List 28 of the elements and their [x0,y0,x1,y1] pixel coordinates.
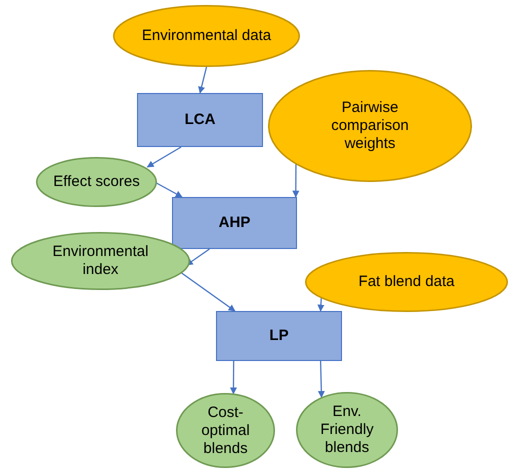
data-ellipse [11,232,190,290]
process-box [216,311,342,361]
arrow [146,146,182,168]
process-box [137,93,263,147]
arrow [317,298,324,312]
arrow [318,360,325,398]
arrow [154,181,183,198]
data-ellipse [176,393,275,468]
arrow [198,66,208,94]
data-ellipse [113,5,300,67]
node-label: LP [269,327,289,345]
data-ellipse [268,70,472,182]
data-ellipse [305,252,508,312]
node-label: Pairwise comparison weights [330,99,410,153]
node-label: Environmental index [52,243,150,279]
process-box [172,197,297,249]
node-label: Cost-optimal blends [200,404,251,458]
node-label: Fat blend data [358,273,454,291]
node-label: LCA [184,111,216,129]
arrow [230,361,237,394]
node-label: AHP [218,214,250,232]
data-ellipse [36,157,157,207]
arrow [180,272,236,312]
node-label: Env. Friendly blends [319,403,375,457]
node-label: Effect scores [53,173,140,191]
arrow [292,164,300,198]
data-ellipse [296,392,398,468]
node-label: Environmental data [142,27,272,45]
